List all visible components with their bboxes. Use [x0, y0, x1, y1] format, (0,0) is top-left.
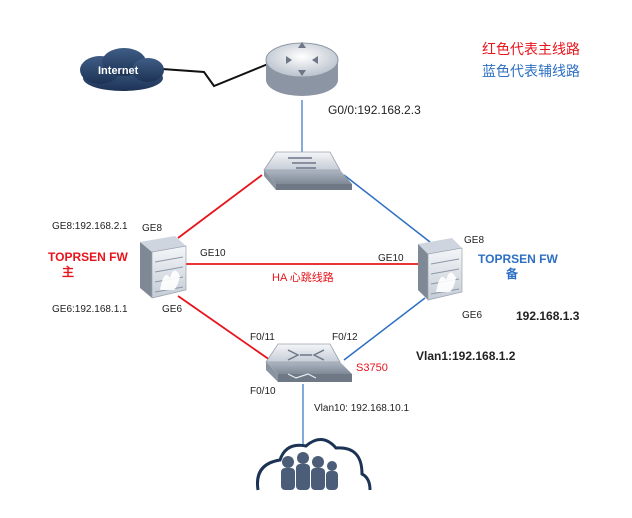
fw-main-ge10: GE10 — [200, 248, 226, 259]
internet-label: Internet — [98, 65, 139, 77]
fw-backup-role: 备 — [506, 267, 519, 281]
router-icon — [265, 42, 339, 96]
users-cloud-icon — [255, 438, 372, 491]
fw-backup-ge8: GE8 — [464, 235, 485, 246]
switch-icon — [263, 151, 352, 190]
s3750-vlan1: Vlan1:192.168.1.2 — [416, 349, 516, 363]
fw-backup-ge6: GE6 — [462, 310, 483, 321]
fw-backup-name: TOPRSEN FW — [478, 252, 558, 266]
firewall-icon — [140, 236, 187, 299]
fw-backup-ge10: GE10 — [378, 253, 404, 264]
l3-switch-icon — [265, 343, 352, 382]
fw-backup-ip: 192.168.1.3 — [516, 309, 580, 323]
legend-backup: 蓝色代表辅线路 — [482, 63, 580, 79]
ha-link-label: HA 心跳线路 — [272, 272, 334, 284]
s3750-f010: F0/10 — [250, 386, 276, 397]
link-internet-router — [147, 63, 269, 88]
fw-main-ge6-ip: GE6:192.168.1.1 — [52, 304, 128, 315]
s3750-name: S3750 — [356, 362, 388, 374]
cloud-icon — [80, 48, 164, 91]
firewall-icon — [418, 238, 463, 301]
link-primary-fwmain-s3750 — [177, 295, 271, 361]
router-interface-label: G0/0:192.168.2.3 — [328, 103, 421, 117]
legend-primary: 红色代表主线路 — [482, 41, 580, 57]
s3750-vlan10: Vlan10: 192.168.10.1 — [314, 403, 410, 414]
fw-main-ge6: GE6 — [162, 304, 183, 315]
fw-main-ge8-ip: GE8:192.168.2.1 — [52, 221, 128, 232]
s3750-f011: F0/11 — [250, 332, 275, 343]
link-backup-core-fwbackup — [343, 174, 431, 243]
fw-main-role: 主 — [62, 265, 75, 279]
link-backup-fwbackup-s3750 — [343, 297, 426, 361]
fw-main-ge8: GE8 — [142, 223, 163, 234]
fw-main-name: TOPRSEN FW — [48, 250, 128, 264]
link-primary-core-fwmain — [177, 174, 263, 239]
s3750-f012: F0/12 — [332, 332, 358, 343]
